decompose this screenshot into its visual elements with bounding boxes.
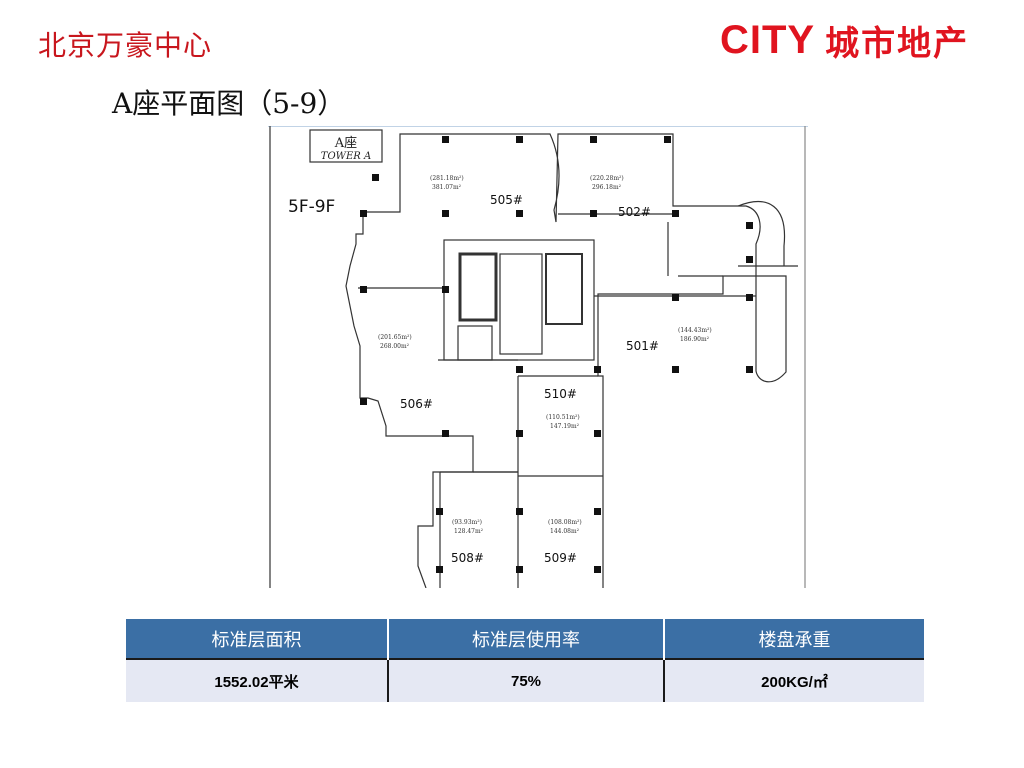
unit-501-id: 501# [626, 339, 659, 353]
unit-509-id: 509# [544, 551, 577, 565]
logo-text-cn: 城市地产 [825, 23, 970, 64]
unit-501-area-b: 186.90m² [680, 336, 710, 343]
unit-508-area-b: 128.47m² [454, 528, 484, 535]
unit-502-id: 502# [618, 205, 651, 219]
cell-usage-rate: 75% [388, 658, 665, 702]
cell-floor-area: 1552.02平米 [126, 658, 389, 702]
spec-table: 标准层面积 标准层使用率 楼盘承重 1552.02平米 75% 200KG/㎡ [126, 619, 924, 702]
unit-505-id: 505# [490, 193, 523, 207]
unit-505-area-b: 381.07m² [432, 184, 462, 191]
tower-label-en: TOWER A [321, 151, 371, 162]
unit-510-area-b: 147.19m² [550, 423, 580, 430]
page-title: A座平面图（5-9） [112, 87, 346, 120]
company-logo: CITY 城市地产 [720, 16, 969, 64]
table-row: 1552.02平米 75% 200KG/㎡ [126, 658, 924, 702]
header-usage-rate: 标准层使用率 [388, 619, 665, 659]
floor-range: 5F-9F [288, 197, 335, 217]
unit-508-id: 508# [451, 551, 484, 565]
tower-label: A座 [334, 136, 357, 151]
cell-load-capacity: 200KG/㎡ [664, 658, 924, 702]
spec-table-header-row: 标准层面积 标准层使用率 楼盘承重 [126, 619, 924, 659]
unit-510-id: 510# [544, 387, 577, 401]
logo-text-en: CITY [720, 17, 816, 62]
unit-502-area-b: 296.18m² [592, 184, 622, 191]
unit-509-area-a: (108.08m²) [548, 519, 582, 526]
unit-506-area-b: 268.00m² [380, 343, 410, 350]
unit-506-id: 506# [400, 397, 433, 411]
unit-510-area-a: (110.51m²) [546, 414, 580, 421]
unit-508-area-a: (93.93m²) [452, 519, 482, 526]
project-name: 北京万豪中心 [38, 29, 213, 62]
header-load-capacity: 楼盘承重 [664, 619, 924, 659]
unit-502-area-a: (220.28m²) [590, 175, 624, 182]
header-floor-area: 标准层面积 [126, 619, 389, 659]
unit-501-area-a: (144.43m²) [678, 327, 712, 334]
unit-509-area-b: 144.08m² [550, 528, 580, 535]
unit-505-area-a: (281.18m²) [430, 175, 464, 182]
floor-plan: A座 TOWER A 5F-9F 505# (281.18m²) 381.07m… [268, 126, 808, 588]
spec-table-wrap: 标准层面积 标准层使用率 楼盘承重 1552.02平米 75% 200KG/㎡ [126, 619, 924, 702]
floor-plan-drawing: A座 TOWER A 5F-9F 505# (281.18m²) 381.07m… [268, 126, 808, 588]
unit-506-area-a: (201.65m²) [378, 334, 412, 341]
